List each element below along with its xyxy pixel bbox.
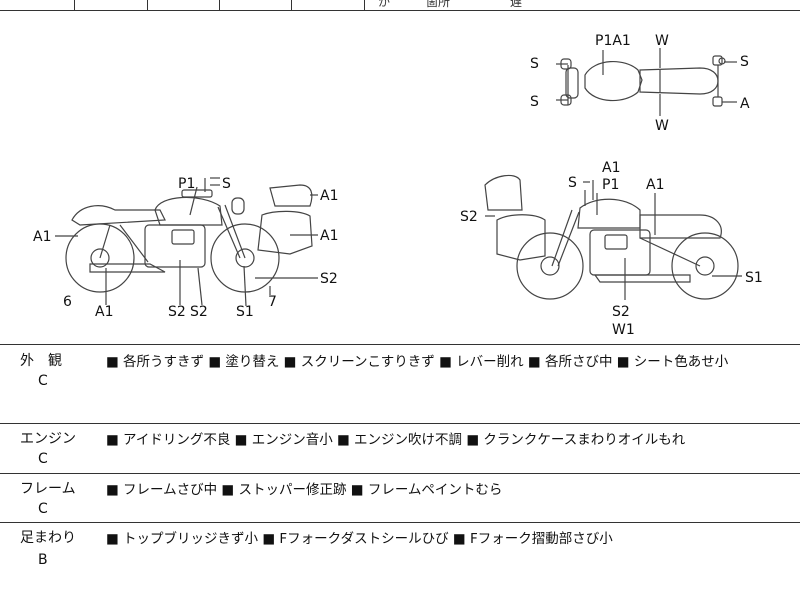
top-label-s-left-lower: S (530, 94, 539, 110)
condition-category: フレーム (20, 481, 76, 497)
header-cell (0, 0, 75, 10)
left-side-motorcycle (65, 177, 313, 293)
right-label-s2: S2 (612, 304, 630, 320)
divider (0, 473, 800, 474)
condition-row-frame: フレーム C ■ フレームさび中 ■ ストッパー修正跡 ■ フレームペイントむら (0, 474, 800, 522)
header-cell (291, 0, 365, 10)
left-label-s: S (222, 176, 231, 192)
right-side-motorcycle (484, 174, 739, 300)
condition-grade: C (38, 373, 48, 389)
right-label-s2-case: S2 (460, 209, 478, 225)
left-label-a1-rear: A1 (33, 229, 51, 245)
left-label-6: 6 (63, 294, 72, 310)
condition-grade: B (38, 552, 48, 568)
left-label-s2-a: S2 (168, 304, 186, 320)
top-label-s-right: S (740, 54, 749, 70)
condition-category: 外 観 (20, 353, 62, 369)
left-label-s1: S1 (236, 304, 254, 320)
condition-items: ■ フレームさび中 ■ ストッパー修正跡 ■ フレームペイントむら (106, 482, 503, 498)
left-label-p1: P1 (178, 176, 195, 192)
right-label-a1: A1 (646, 177, 664, 193)
condition-row-engine: エンジン C ■ アイドリング不良 ■ エンジン音小 ■ エンジン吹け不調 ■ … (0, 424, 800, 472)
condition-items: ■ 各所うすきず ■ 塗り替え ■ スクリーンこすりきず ■ レバー削れ ■ 各… (106, 354, 729, 370)
right-label-w1: W1 (612, 322, 635, 338)
header-cell (147, 0, 220, 10)
right-label-a1-top: A1 (602, 160, 620, 176)
left-label-7: 7 (268, 294, 277, 310)
top-label-p1a1: P1A1 (595, 33, 631, 49)
left-label-a1-side: A1 (320, 228, 338, 244)
top-view-motorcycle (560, 55, 726, 107)
condition-category: エンジン (20, 431, 76, 447)
left-label-s2-right: S2 (320, 271, 338, 287)
header-partial-text: か 箇所 遅 (378, 0, 523, 9)
condition-grade: C (38, 451, 48, 467)
left-label-a1-bottom: A1 (95, 304, 113, 320)
divider (0, 344, 800, 345)
left-label-s2-b: S2 (190, 304, 208, 320)
right-label-p1: P1 (602, 177, 619, 193)
header-cell (219, 0, 292, 10)
condition-row-exterior: 外 観 C ■ 各所うすきず ■ 塗り替え ■ スクリーンこすりきず ■ レバー… (0, 345, 800, 423)
condition-items: ■ アイドリング不良 ■ エンジン音小 ■ エンジン吹け不調 ■ クランクケース… (106, 432, 686, 448)
condition-row-suspension: 足まわり B ■ トップブリッジきず小 ■ Fフォークダストシールひび ■ Fフ… (0, 523, 800, 600)
divider (0, 423, 800, 424)
top-label-s-left-upper: S (530, 56, 539, 72)
condition-items: ■ トップブリッジきず小 ■ Fフォークダストシールひび ■ Fフォーク摺動部さ… (106, 531, 613, 547)
top-label-w-lower: W (655, 118, 669, 134)
top-label-w-upper: W (655, 33, 669, 49)
damage-diagram: P1A1 W S S S A W P1 S A1 A1 A1 6 A1 S2 S… (0, 10, 800, 345)
left-label-a1-case: A1 (320, 188, 338, 204)
top-label-a-right: A (740, 96, 750, 112)
divider (0, 10, 800, 11)
condition-grade: C (38, 501, 48, 517)
header-strip: か 箇所 遅 (0, 0, 800, 10)
condition-category: 足まわり (20, 530, 76, 546)
right-label-s: S (568, 175, 577, 191)
motorcycle-diagram-svg: P1A1 W S S S A W P1 S A1 A1 A1 6 A1 S2 S… (33, 33, 763, 338)
header-cell (74, 0, 148, 10)
divider (0, 522, 800, 523)
right-label-s1: S1 (745, 270, 763, 286)
